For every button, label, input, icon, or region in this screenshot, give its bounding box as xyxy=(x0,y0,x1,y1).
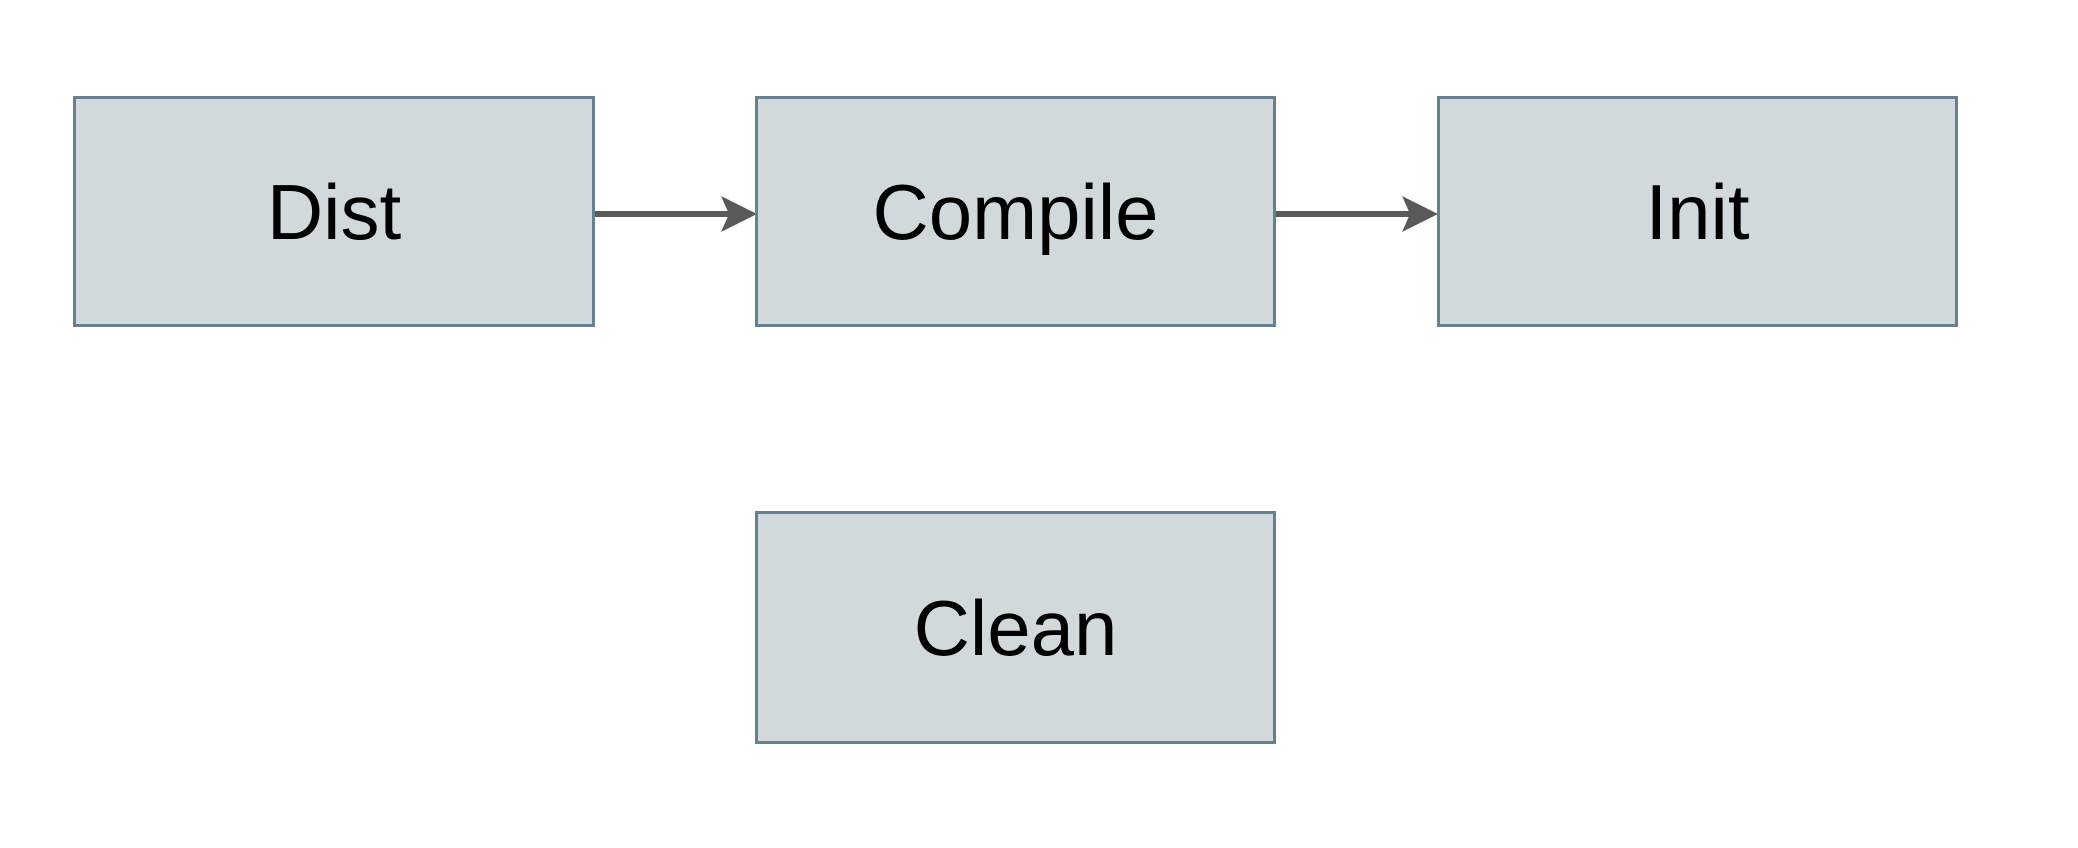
node-compile[interactable]: Compile xyxy=(755,96,1276,327)
edge-compile-to-init[interactable] xyxy=(1276,183,1438,245)
node-dist-label: Dist xyxy=(266,167,402,256)
node-dist[interactable]: Dist xyxy=(73,96,595,327)
node-compile-label: Compile xyxy=(872,167,1159,256)
arrow-right-icon xyxy=(595,196,757,232)
arrow-right-icon xyxy=(1276,196,1438,232)
edge-dist-to-compile[interactable] xyxy=(595,183,757,245)
node-clean[interactable]: Clean xyxy=(755,511,1276,744)
node-init[interactable]: Init xyxy=(1437,96,1958,327)
node-init-label: Init xyxy=(1645,167,1750,256)
node-clean-label: Clean xyxy=(913,583,1118,672)
